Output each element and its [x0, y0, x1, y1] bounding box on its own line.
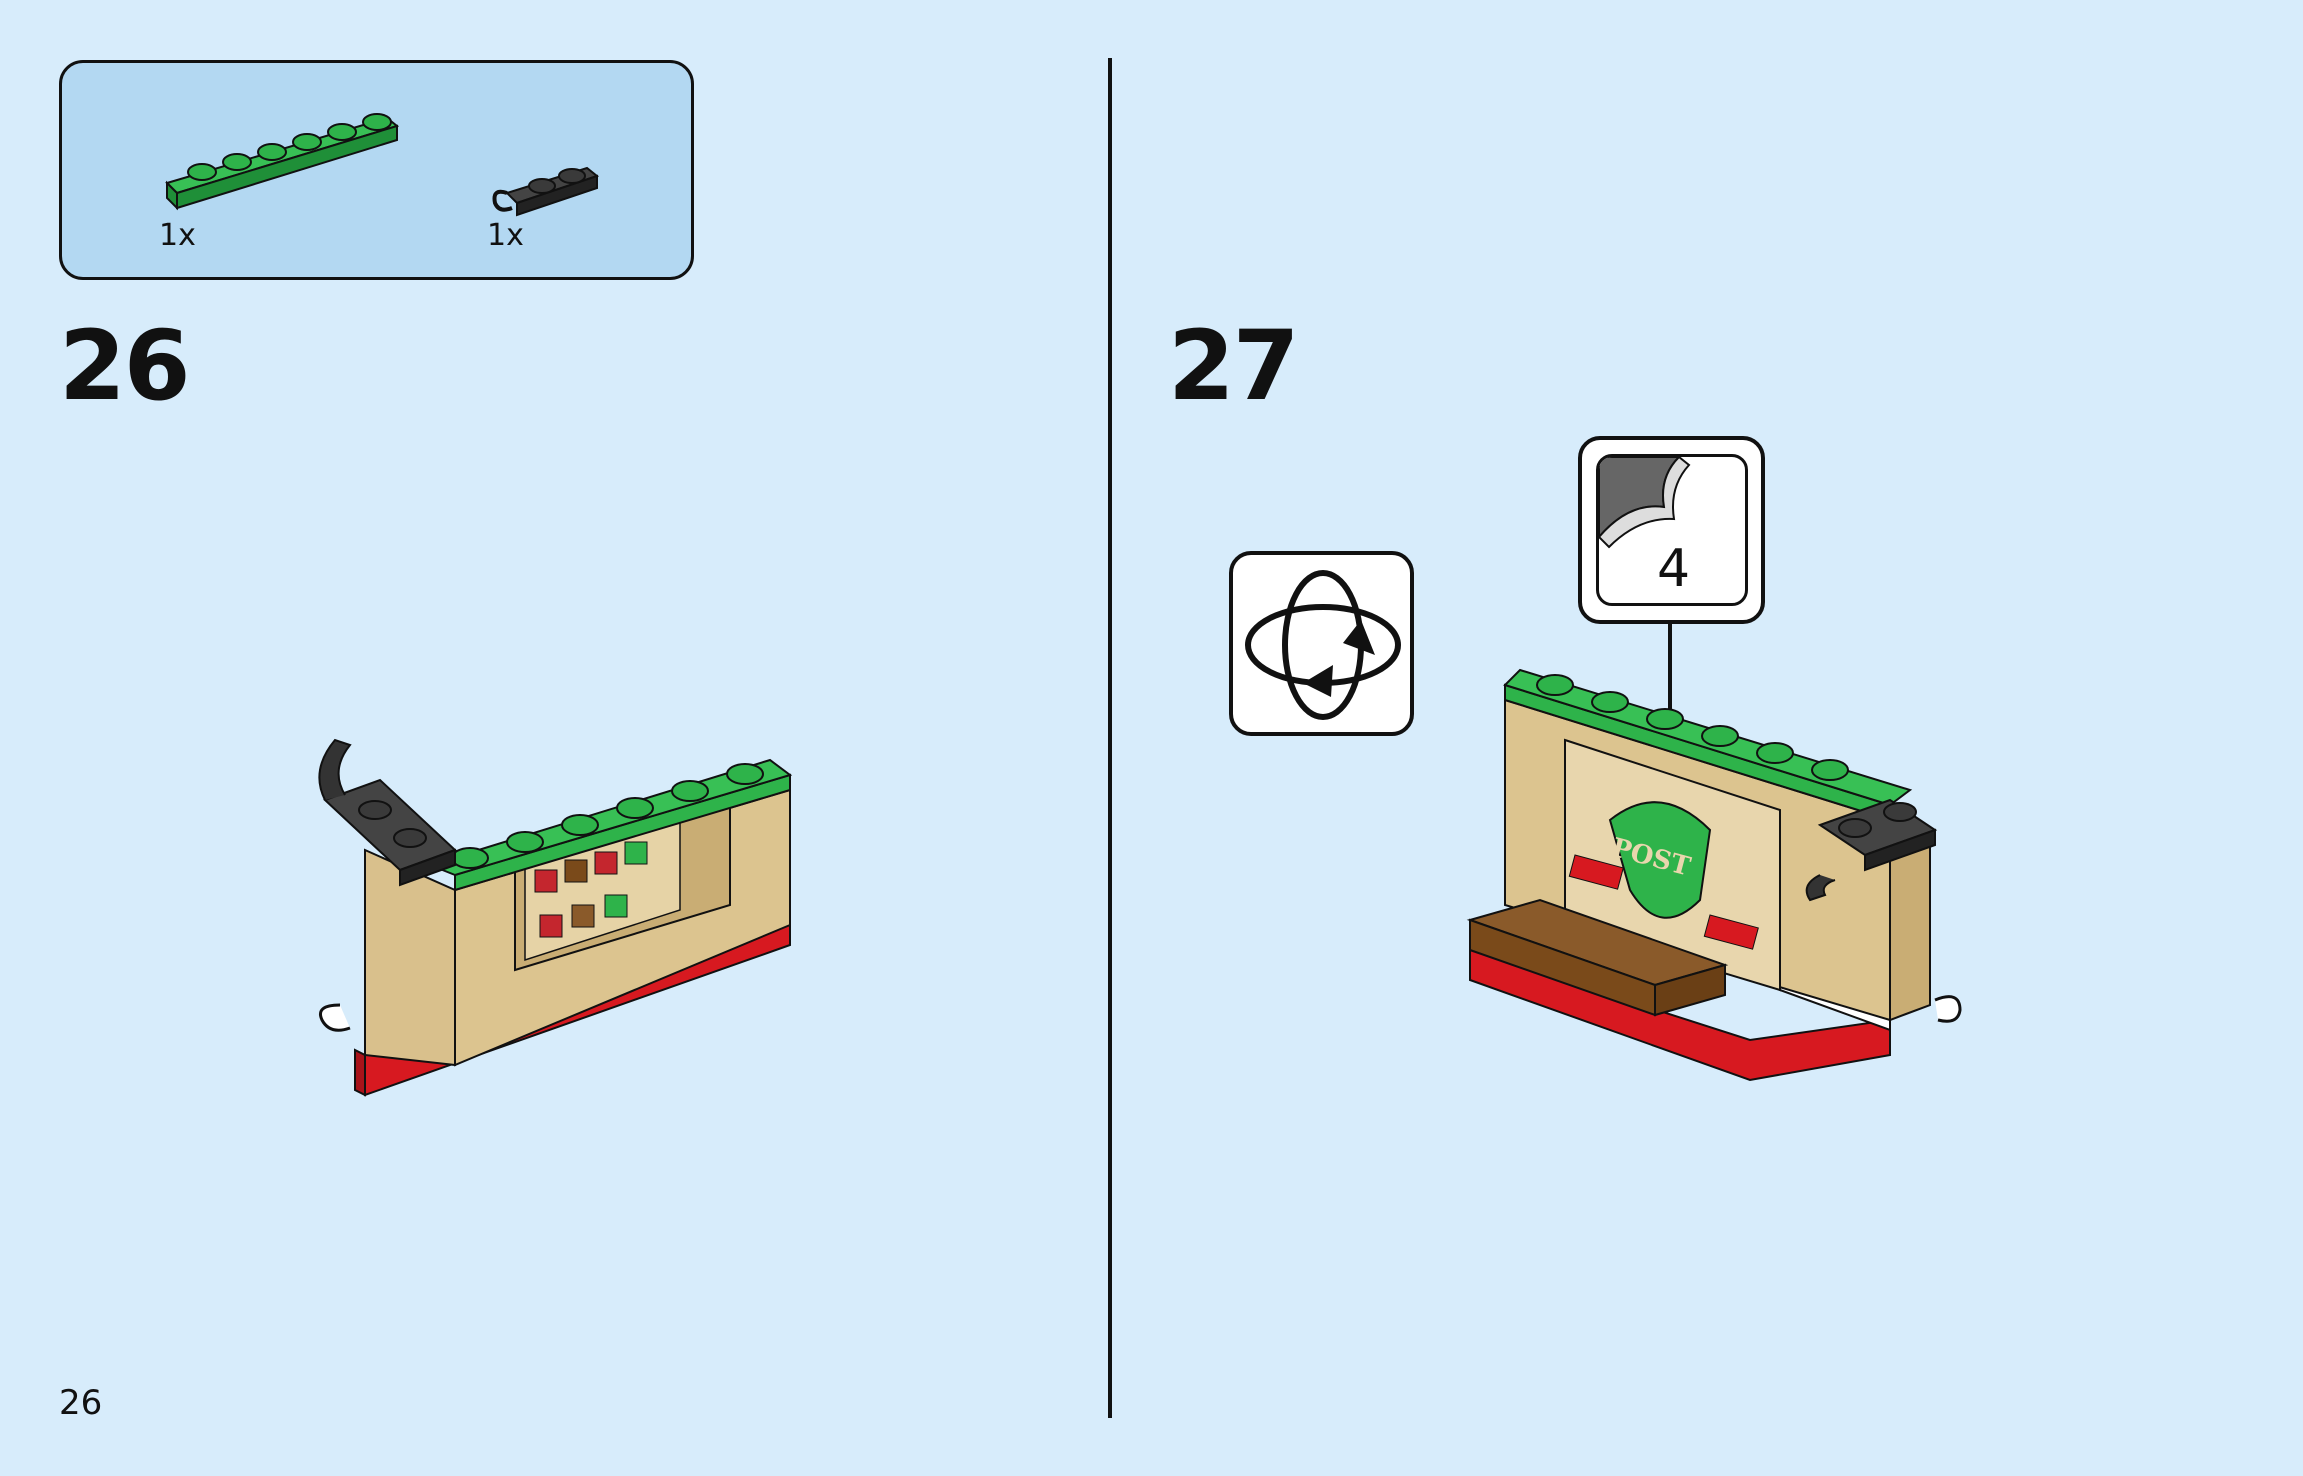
page-divider: [1108, 58, 1112, 1418]
parts-list-box: 1x 1x: [59, 60, 694, 280]
part-quantity: 1x: [487, 218, 524, 253]
step-number: 26: [59, 310, 191, 422]
step-26-model-illustration: [318, 738, 793, 1097]
rotate-model-icon: [1245, 570, 1401, 720]
step-number: 27: [1168, 310, 1300, 422]
page-turn-box: 4: [1596, 454, 1748, 606]
part-quantity: 1x: [159, 218, 196, 253]
page-turn-icon: [1599, 457, 1691, 549]
black-clip-plate-icon: [492, 166, 600, 217]
page-number: 26: [59, 1383, 103, 1423]
green-plate-1x6-icon: [165, 113, 400, 211]
step-27-model-illustration: POST: [1466, 668, 1962, 1082]
callout-count: 4: [1657, 539, 1691, 599]
subassembly-callout: 4: [1578, 436, 1765, 624]
rotate-callout: [1229, 551, 1414, 736]
